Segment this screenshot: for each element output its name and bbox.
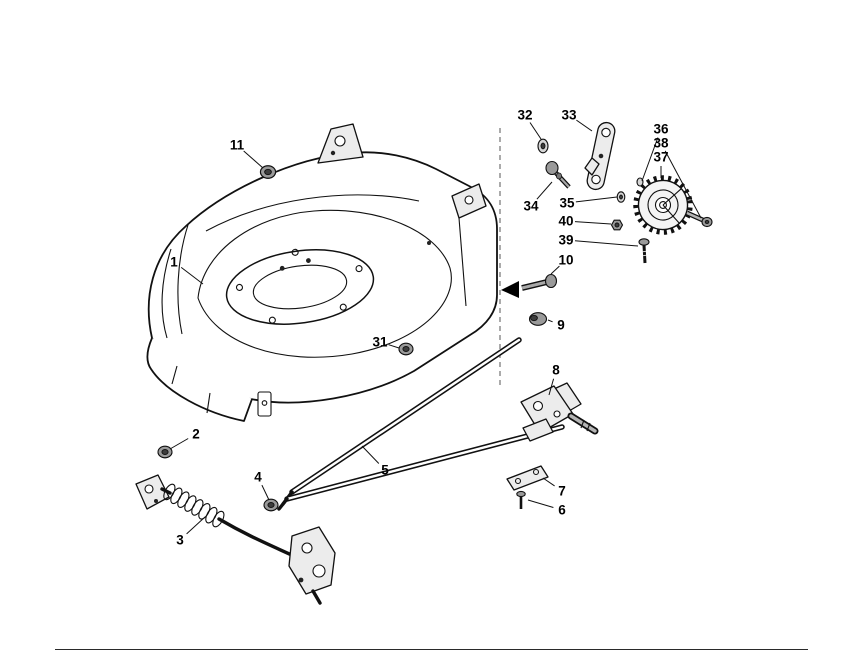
deck-front-tab (257, 391, 272, 417)
callout-number-34: 34 (523, 199, 539, 214)
disc-stud-and-nut-38 (685, 210, 713, 228)
callout-number-32: 32 (517, 108, 532, 123)
callout-leader-1 (180, 267, 204, 285)
callout-number-7: 7 (558, 484, 566, 499)
callout-number-6: 6 (558, 503, 566, 518)
bolt-39 (638, 238, 650, 264)
callout-leader-8 (548, 378, 555, 396)
screw (516, 490, 526, 509)
callout-number-11: 11 (230, 138, 245, 153)
callout-leader-33 (576, 119, 593, 132)
callout-number-39: 39 (558, 233, 573, 248)
callout-number-38: 38 (653, 136, 669, 151)
callout-number-5: 5 (381, 463, 389, 478)
pivot-bushing (528, 312, 548, 326)
callout-leader-38 (664, 150, 702, 219)
callout-number-40: 40 (558, 214, 573, 229)
callout-leader-7 (542, 477, 555, 487)
callout-number-37: 37 (653, 150, 668, 165)
deck-blade-opening (225, 248, 375, 325)
direction-arrow (501, 281, 519, 298)
washer-35 (616, 191, 626, 203)
deck-handle-mount-bracket (317, 123, 364, 164)
pivot-bracket-assembly (520, 382, 599, 442)
callout-leader-40 (574, 221, 612, 225)
callout-number-36: 36 (653, 122, 669, 137)
deck-right-bracket (451, 183, 487, 307)
link-tab (584, 157, 600, 176)
mounting-plate (506, 465, 549, 491)
callout-number-4: 4 (254, 470, 262, 485)
callout-number-31: 31 (372, 335, 388, 350)
callout-number-9: 9 (557, 318, 565, 333)
washer-32 (537, 138, 549, 154)
callout-number-3: 3 (176, 533, 184, 548)
callout-number-35: 35 (559, 196, 575, 211)
tension-spring (163, 483, 225, 528)
callout-leader-9 (547, 319, 553, 323)
flange-nut-2 (157, 445, 173, 459)
callout-leader-3 (186, 516, 206, 535)
flange-nut-4 (263, 498, 279, 512)
callout-leader-2 (169, 438, 189, 450)
hinge-bolt-with-arrow (501, 273, 558, 298)
callout-leader-36 (641, 137, 659, 182)
callout-number-33: 33 (561, 108, 577, 123)
spring-cable-assembly (135, 474, 336, 605)
callout-number-2: 2 (192, 427, 200, 442)
callout-number-10: 10 (558, 253, 573, 268)
callout-leader-10 (550, 265, 560, 275)
flange-nut-31 (398, 342, 414, 356)
callout-leader-35 (575, 196, 618, 203)
callout-leader-34 (536, 181, 553, 200)
handle-bar-lower (277, 424, 565, 511)
disc-washer-36 (636, 177, 644, 187)
callout-leader-5 (361, 445, 380, 464)
callout-number-8: 8 (552, 363, 560, 378)
callout-number-1: 1 (170, 255, 178, 270)
callout-leader-4 (261, 484, 270, 501)
shoulder-bolt-34 (545, 160, 571, 189)
callout-leader-32 (529, 122, 542, 140)
callout-leader-31 (388, 344, 400, 349)
callout-leader-6 (527, 499, 554, 508)
callout-leader-39 (574, 240, 639, 247)
callout-leader-11 (243, 150, 264, 169)
adjuster-link-33 (586, 121, 616, 191)
hex-nut-40 (610, 219, 624, 231)
